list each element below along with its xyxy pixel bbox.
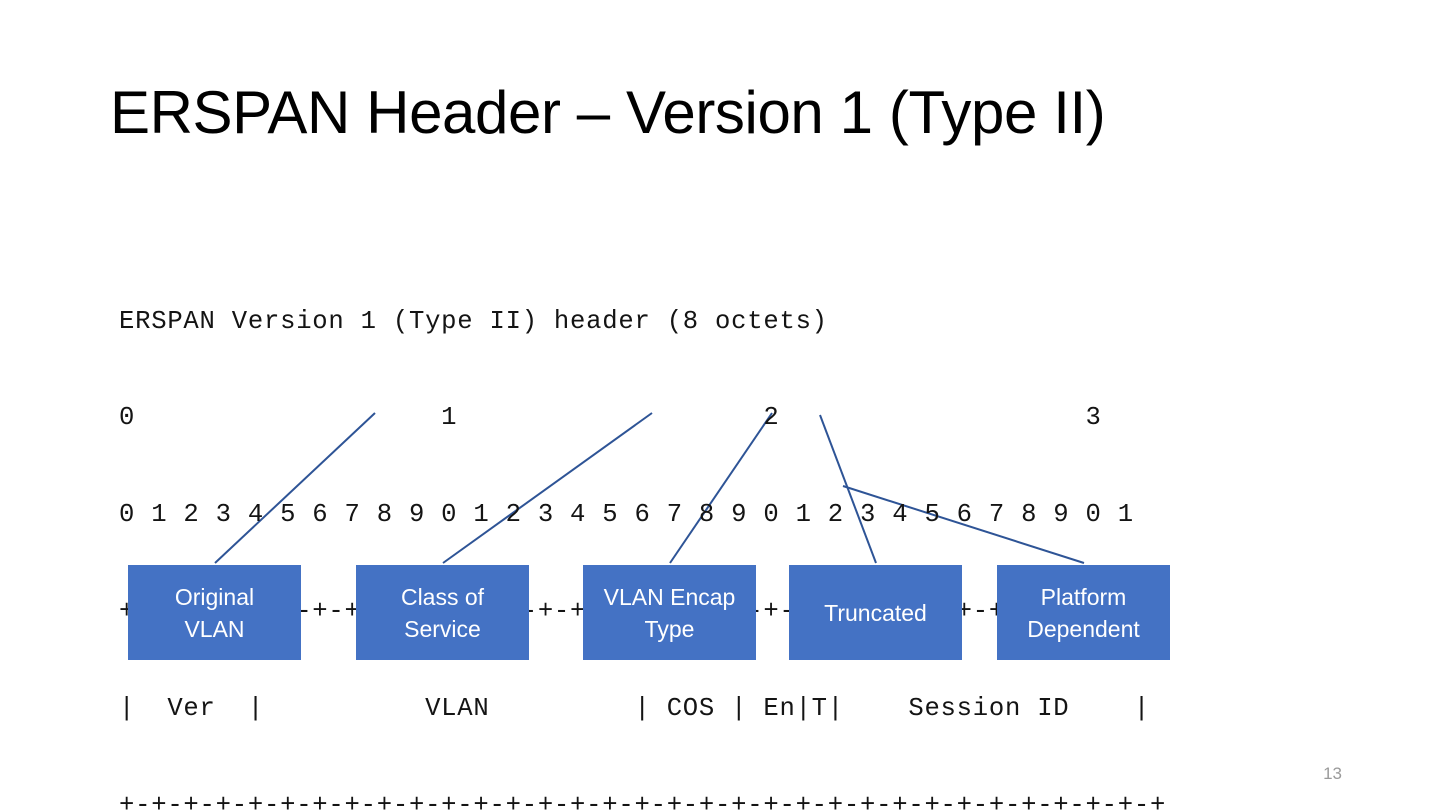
page-title: ERSPAN Header – Version 1 (Type II) — [110, 79, 1106, 146]
ascii-line-bits: 0 1 2 3 4 5 6 7 8 9 0 1 2 3 4 5 6 7 8 9 … — [119, 500, 1134, 530]
callout-original-vlan[interactable]: Original VLAN — [128, 565, 301, 660]
ascii-line-caption: ERSPAN Version 1 (Type II) header (8 oct… — [119, 306, 828, 336]
callout-class-of-service[interactable]: Class of Service — [356, 565, 529, 660]
ascii-header-diagram: ERSPAN Version 1 (Type II) header (8 oct… — [119, 241, 1166, 810]
callout-platform-dependent[interactable]: Platform Dependent — [997, 565, 1170, 660]
ascii-line-fields-1: | Ver | VLAN | COS | En|T| Session ID | — [119, 694, 1150, 724]
callout-vlan-encap-type[interactable]: VLAN Encap Type — [583, 565, 756, 660]
ascii-line-rule-mid: +-+-+-+-+-+-+-+-+-+-+-+-+-+-+-+-+-+-+-+-… — [119, 791, 1167, 810]
callout-truncated[interactable]: Truncated — [789, 565, 962, 660]
ascii-line-scale: 0 1 2 3 — [119, 403, 1102, 433]
page-number: 13 — [1323, 764, 1342, 783]
